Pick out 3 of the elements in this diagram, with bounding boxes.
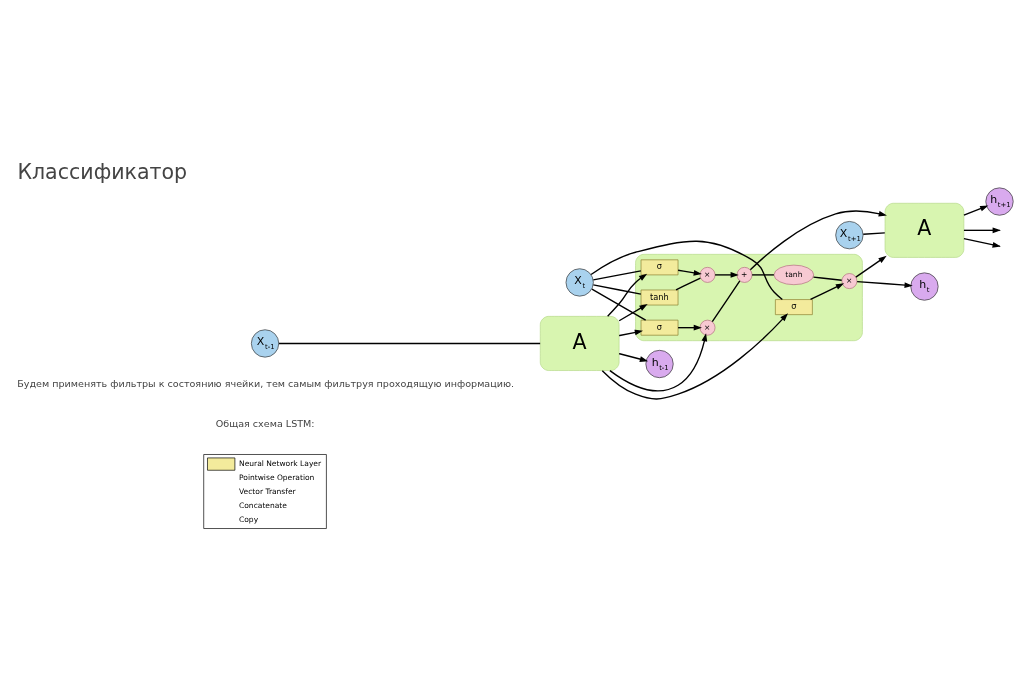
label: Общая схема LSTM: <box>215 417 315 429</box>
label: Будем применять фильтры к состоянию ячейки, тем самым фильтруя проходящую информацию. <box>16 378 514 390</box>
diagram-title: Классификатор <box>16 159 187 184</box>
